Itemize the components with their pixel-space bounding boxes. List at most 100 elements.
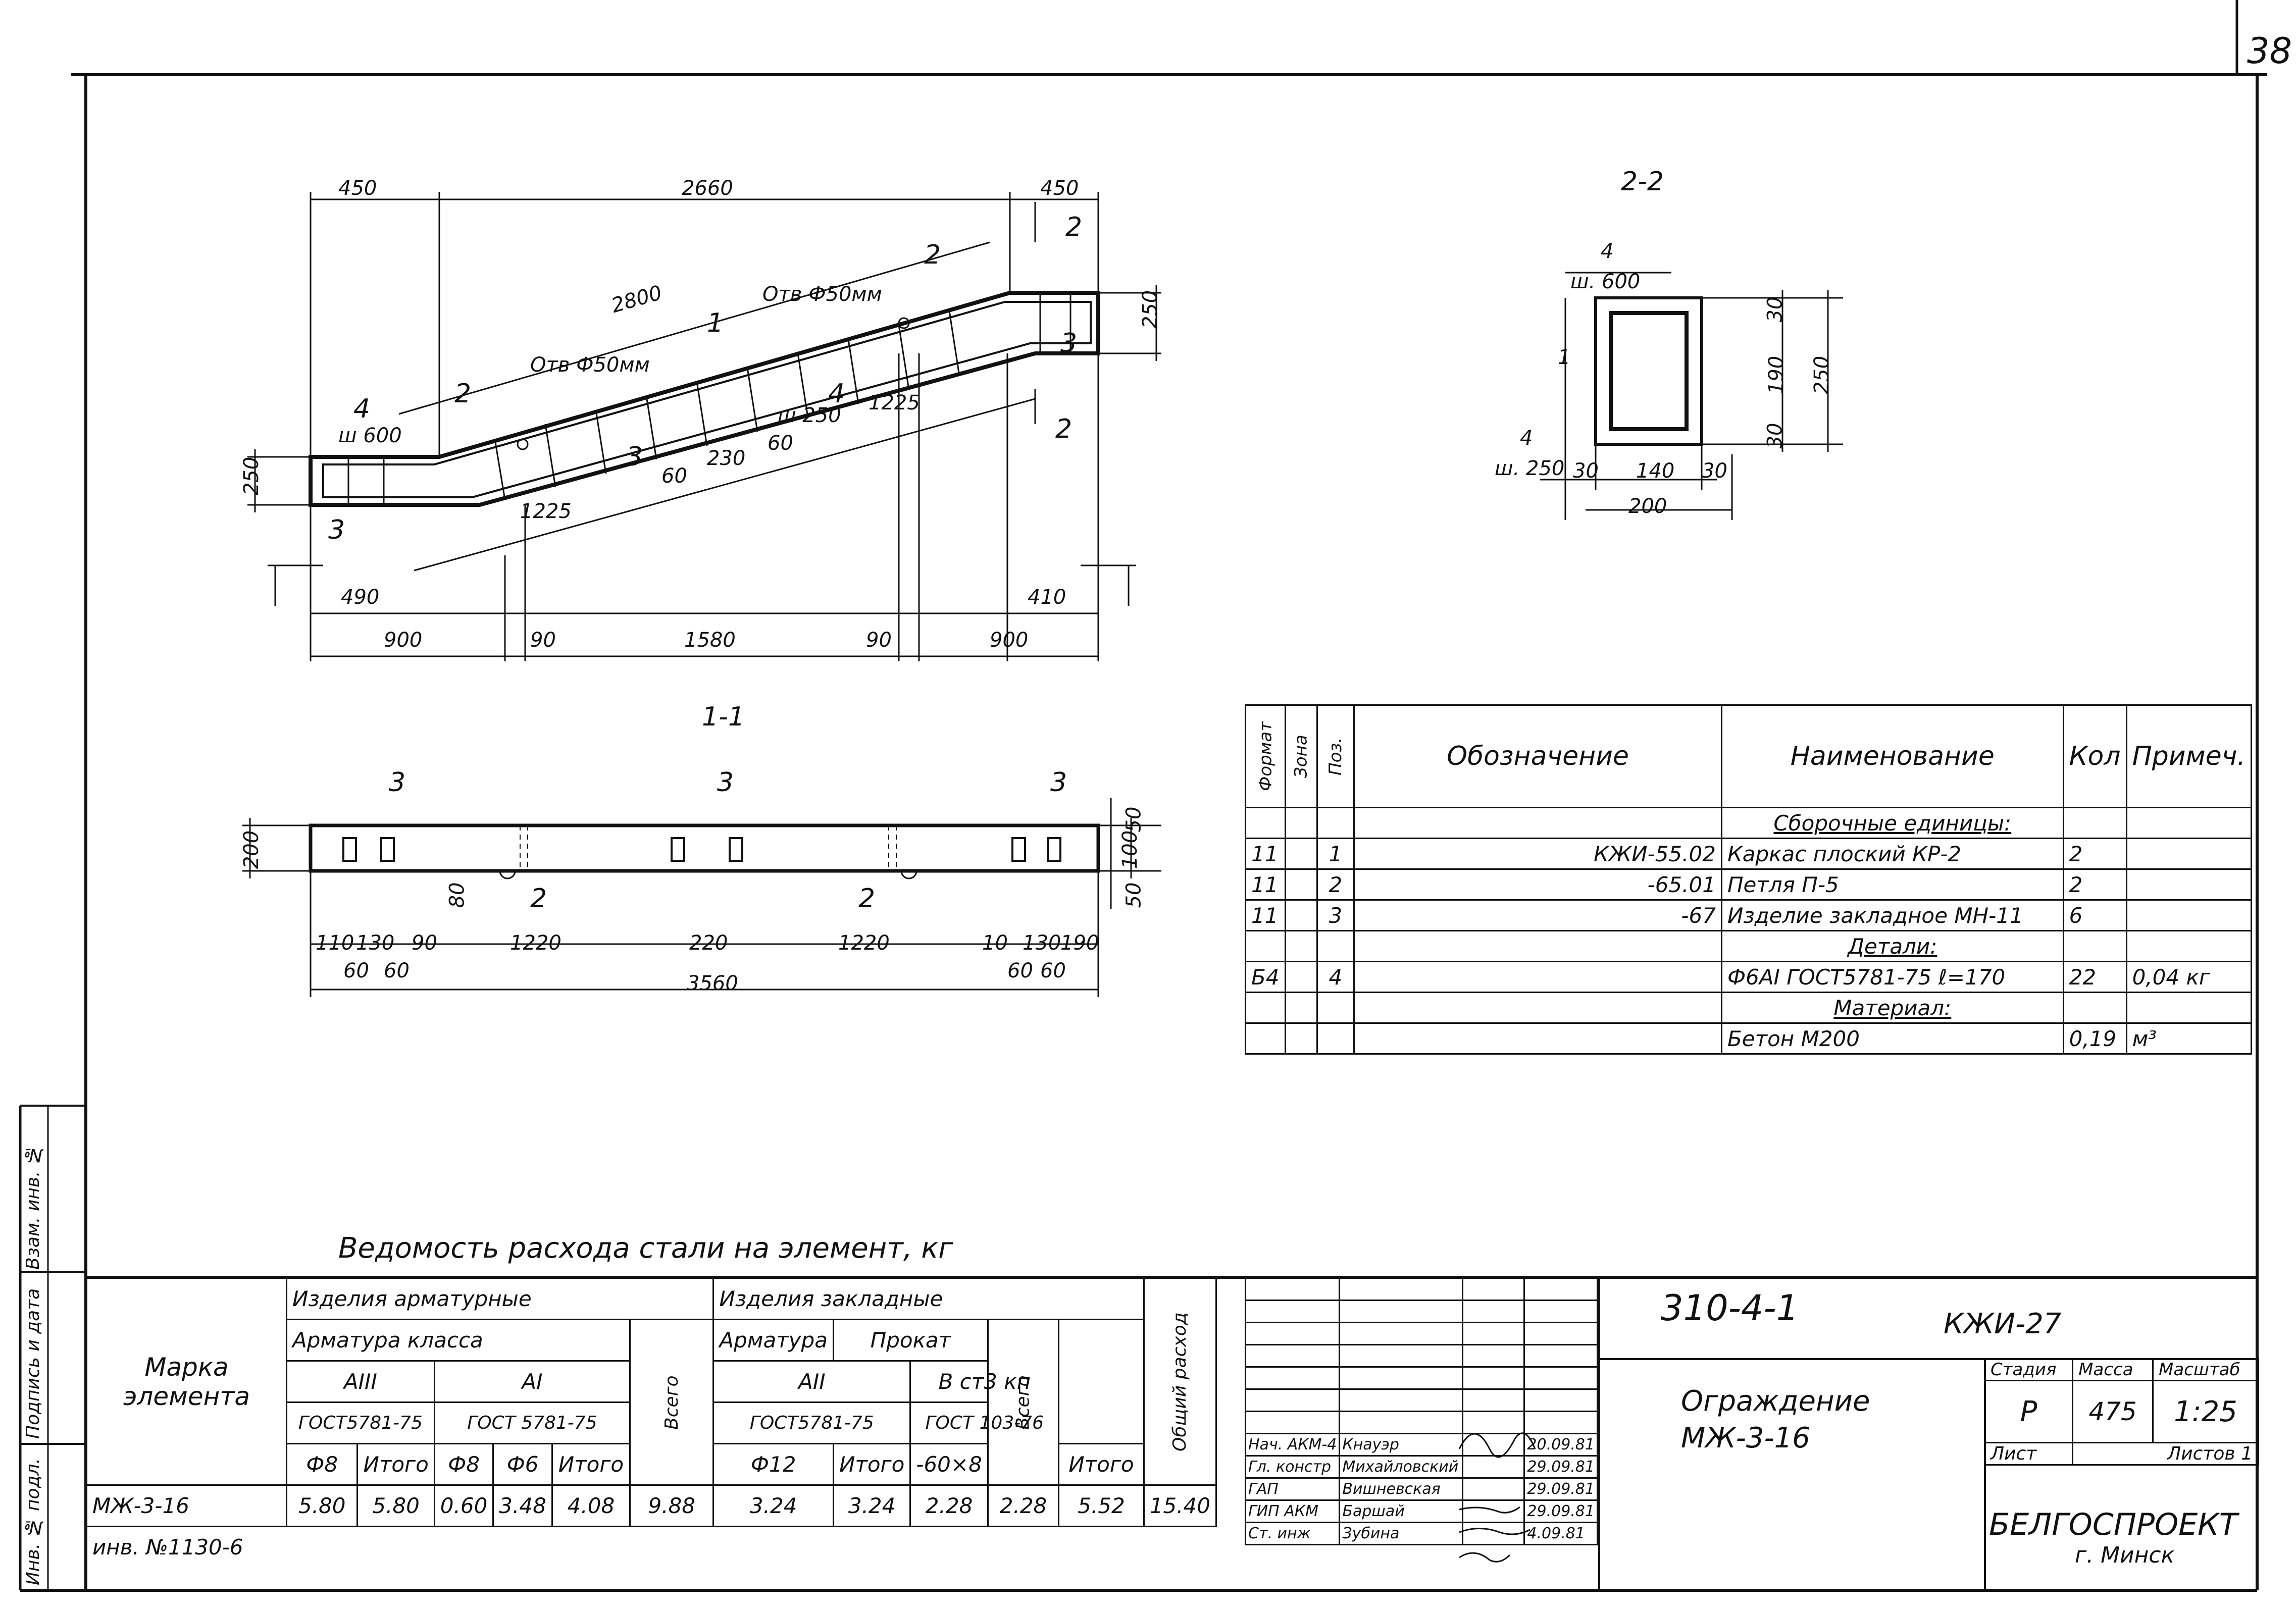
dim-900-left: 900 — [384, 629, 423, 652]
sec11-dim-50-bottom: 50 — [1122, 882, 1146, 908]
dim-900-right: 900 — [990, 629, 1029, 652]
stage-value: Р — [1983, 1380, 2074, 1443]
dim-410: 410 — [1028, 586, 1066, 609]
mark-3c: 3 — [1060, 328, 1078, 358]
elevation-view — [247, 192, 1161, 661]
sec11-dim-60-a: 60 — [343, 959, 369, 982]
sec11-dim-190: 190 — [1060, 931, 1099, 955]
sec22-dim-250: 250 — [1810, 355, 1834, 395]
label-otv-1: Отв Ф50мм — [762, 283, 882, 306]
sec11-mark-3a: 3 — [389, 767, 406, 798]
sec11-dim-80: 80 — [445, 882, 469, 908]
mark-1: 1 — [707, 308, 724, 338]
spec-header-row: Формат Зона Поз. Обозначение Наименовани… — [1245, 704, 2253, 808]
stage-header: Стадия — [1983, 1358, 2074, 1381]
spec-row: Сборочные единицы: — [1245, 807, 2253, 839]
sec11-dim-60-c: 60 — [1007, 959, 1033, 982]
steel-total1-header: Всего — [630, 1319, 713, 1485]
dim-250-left: 250 — [240, 456, 264, 496]
sec11-dim-100: 100 — [1118, 830, 1142, 869]
sheets-header: Листов 1 — [2072, 1442, 2259, 1466]
steel-prokat-header: Прокат — [832, 1319, 989, 1362]
spec-header-qty: Кол — [2062, 704, 2127, 808]
spec-header-format: Формат — [1245, 705, 1286, 808]
sec22-dim-200: 200 — [1628, 495, 1667, 518]
organization-city: г. Минск — [2075, 1542, 2175, 1568]
spec-header-pos: Поз. — [1317, 705, 1354, 808]
dim-90-left: 90 — [530, 629, 556, 652]
sec11-dim-90: 90 — [412, 931, 437, 955]
dim-90-right: 90 — [866, 629, 892, 652]
mark-2c: 2 — [1065, 212, 1083, 242]
title-block: 310-4-1 КЖИ-27 Ограждение МЖ-3-16 Стадия… — [1598, 1277, 2259, 1590]
sec11-dim-130-left: 130 — [356, 931, 395, 955]
dim-1225-a: 1225 — [869, 391, 920, 414]
page-number: 38 — [2247, 30, 2292, 72]
mark-3b: 3 — [626, 442, 643, 472]
sec22-dim-30-top: 30 — [1763, 296, 1787, 323]
organization: БЕЛГОСПРОЕКТ — [1989, 1507, 2238, 1542]
steel-row-mark: МЖ-3-16 — [85, 1484, 288, 1527]
doc-mark: КЖИ-27 — [1944, 1308, 2062, 1340]
steel-group1: Изделия арматурные — [286, 1277, 715, 1320]
spec-header-zone: Зона — [1285, 705, 1317, 808]
label-sh600: ш 600 — [338, 424, 402, 447]
dim-230: 230 — [707, 447, 746, 470]
section-1-1-title: 1-1 — [702, 702, 745, 732]
sec22-dim-30-left: 30 — [1573, 459, 1599, 483]
dim-490: 490 — [341, 586, 380, 609]
dim-1225-b: 1225 — [520, 500, 572, 523]
steel-gost-a3: ГОСТ5781-75 — [286, 1401, 435, 1444]
spec-header-name: Наименование — [1720, 704, 2064, 808]
section-1-1 — [242, 798, 1161, 997]
spec-row: Материал: — [1245, 992, 2253, 1024]
sec22-dim-190: 190 — [1765, 355, 1789, 395]
stamp-signature-date: Подпись и дата — [23, 1288, 43, 1439]
stage-table: Стадия Масса Масштаб Р 475 1:25 Лист Лис… — [1983, 1358, 2259, 1466]
mark-2b: 2 — [924, 240, 941, 270]
mark-2a: 2 — [454, 379, 472, 409]
sec11-dim-10: 10 — [982, 931, 1008, 955]
dim-450-left: 450 — [338, 177, 377, 200]
steel-table-title: Ведомость расхода стали на элемент, кг — [338, 1232, 953, 1265]
steel-overall-header: Общий расход — [1144, 1278, 1216, 1485]
sec22-dim-140: 140 — [1636, 459, 1675, 483]
dim-1580: 1580 — [684, 629, 736, 652]
sec22-mark-4-bottom: 4 — [1520, 427, 1533, 450]
sec11-dim-110: 110 — [316, 931, 354, 955]
dim-250-right: 250 — [1139, 290, 1162, 329]
spec-section-material: Материал: — [1720, 992, 2064, 1024]
steel-group2: Изделия закладные — [712, 1277, 1145, 1320]
mark-2d: 2 — [1055, 414, 1073, 444]
dim-60-a: 60 — [661, 464, 687, 488]
label-otv-2: Отв Ф50мм — [530, 353, 650, 377]
steel-gost-prokat: ГОСТ 103-76 — [909, 1401, 1060, 1444]
stamp-inv-podl: Инв. № подл. — [23, 1458, 43, 1585]
sec22-sh600: ш. 600 — [1570, 270, 1641, 293]
sec22-dim-30-right: 30 — [1702, 459, 1727, 483]
sec11-dim-220: 220 — [689, 931, 728, 955]
sec22-sh250: ш. 250 — [1495, 457, 1565, 480]
spec-row: Детали: — [1245, 930, 2253, 962]
sec11-mark-2a: 2 — [530, 884, 547, 914]
inventory-number: инв. №1130-6 — [86, 1526, 1216, 1567]
doc-code: 310-4-1 — [1661, 1287, 1799, 1329]
stamp-vzam-inv: Взам. инв. № — [23, 1145, 43, 1270]
sec22-mark-1: 1 — [1558, 346, 1571, 369]
steel-arm-header: Арматура — [712, 1319, 834, 1362]
mark-4b: 4 — [828, 379, 845, 409]
mark-4a: 4 — [353, 394, 371, 424]
sec11-dim-1220-left: 1220 — [510, 931, 562, 955]
spec-header-designation: Обозначение — [1353, 704, 1722, 808]
dim-2660: 2660 — [682, 177, 733, 200]
steel-class-a1: AI — [433, 1360, 631, 1403]
